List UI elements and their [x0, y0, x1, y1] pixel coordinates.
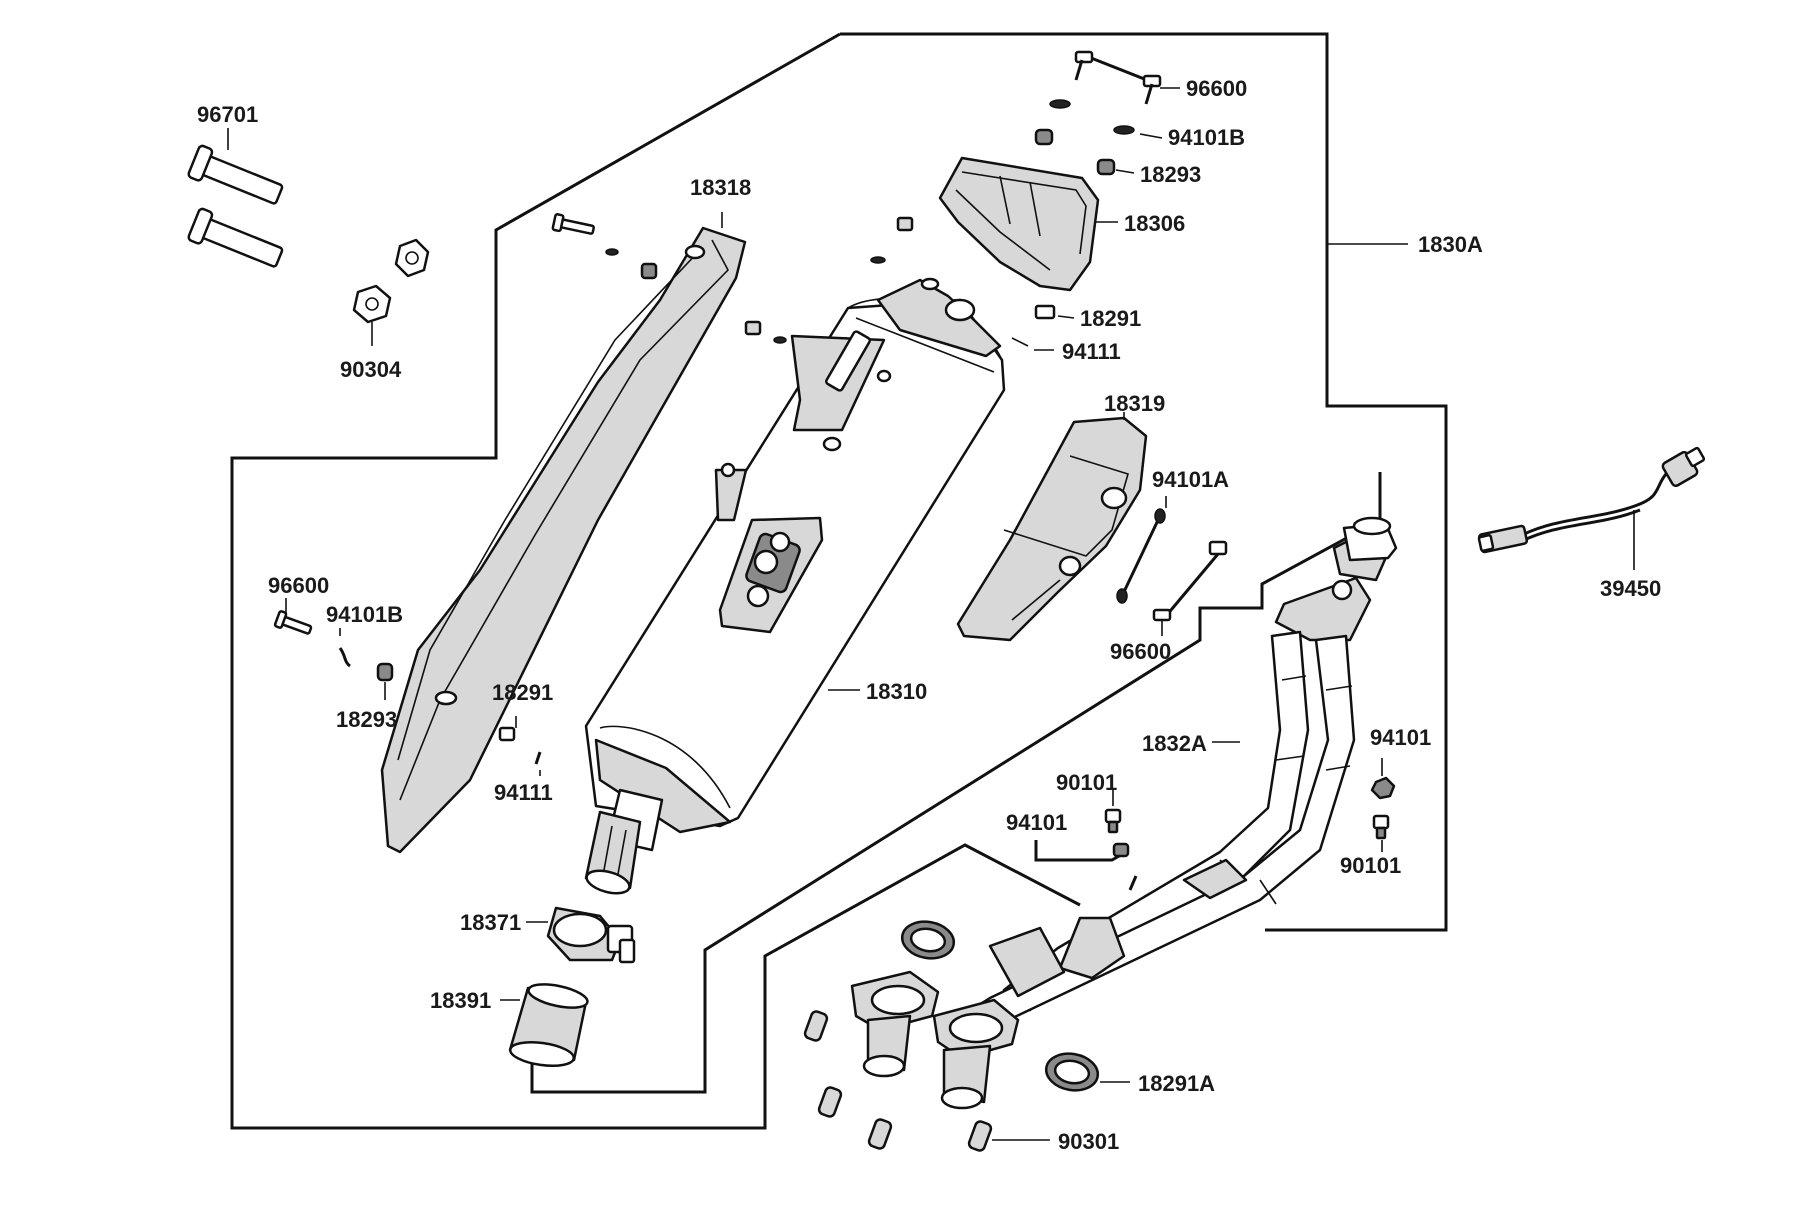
- label-94101-mid: 94101: [1006, 810, 1067, 835]
- label-96600-left: 96600: [268, 573, 329, 598]
- label-18391: 18391: [430, 988, 491, 1013]
- washer-94101A: [1116, 508, 1166, 604]
- leader-18293-top: [1115, 169, 1135, 174]
- label-18318: 18318: [690, 175, 751, 200]
- heat-guard-18319: [956, 416, 1148, 642]
- label-18319: 18319: [1104, 391, 1165, 416]
- o2-sensor-39450: [1477, 446, 1706, 554]
- washer-94111-left: [534, 751, 542, 765]
- grommet-18293-left: [376, 662, 394, 682]
- bolt-bracket-top: [551, 213, 595, 235]
- stud-90301-a: [803, 1010, 829, 1042]
- stud-90301-b: [817, 1086, 843, 1118]
- bracket-18318: [380, 226, 747, 854]
- bolt-small-b: [744, 320, 762, 336]
- bushing-18291-left: [498, 726, 516, 742]
- label-94101A: 94101A: [1152, 467, 1229, 492]
- gasket-18291A-upper: [900, 920, 956, 960]
- label-90101-mid: 90101: [1056, 770, 1117, 795]
- label-90301: 90301: [1058, 1129, 1119, 1154]
- washer-94111-top: [1011, 337, 1029, 347]
- washer-small-b: [773, 336, 787, 344]
- label-18291A: 18291A: [1138, 1071, 1215, 1096]
- clamp-18371: [546, 906, 636, 964]
- washer-bracket-a: [605, 248, 619, 256]
- label-94111-top: 94111: [1062, 339, 1121, 364]
- label-18291-top: 18291: [1080, 306, 1141, 331]
- label-18310: 18310: [866, 679, 927, 704]
- label-39450: 39450: [1600, 576, 1661, 601]
- label-18371: 18371: [460, 910, 521, 935]
- label-96600-top: 96600: [1186, 76, 1247, 101]
- washer-top-a: [1049, 99, 1071, 109]
- washer-small-a: [870, 256, 886, 264]
- grommet-bracket-a: [640, 262, 658, 280]
- flange-right: [932, 998, 1020, 1110]
- washer-top-b: [1113, 125, 1135, 135]
- nut-90304-lower: [352, 284, 392, 324]
- bolt-small-a: [896, 216, 914, 232]
- bolt-90101-right: [1372, 814, 1390, 840]
- label-94111-left: 94111: [494, 780, 553, 805]
- leader-18291-top: [1057, 315, 1075, 319]
- header-pipes-1832A: [850, 516, 1398, 1110]
- label-96701: 96701: [197, 102, 258, 127]
- nut-94101-mid: [1112, 842, 1130, 858]
- label-1830A: 1830A: [1418, 232, 1483, 257]
- nut-94101-right: [1370, 776, 1396, 800]
- label-94101B-top: 94101B: [1168, 125, 1245, 150]
- label-18306: 18306: [1124, 211, 1185, 236]
- assembly-1830A-boundary: [230, 32, 1448, 1130]
- leader-94101B-top: [1139, 133, 1163, 139]
- gasket-18291A-lower: [1044, 1052, 1100, 1092]
- flange-left: [850, 970, 940, 1078]
- bolt-96701-upper: [187, 144, 284, 205]
- label-90304: 90304: [340, 357, 402, 382]
- label-1832A: 1832A: [1142, 731, 1207, 756]
- grommet-top-b: [1096, 158, 1116, 176]
- leader-94101-mid: [1034, 840, 1127, 862]
- label-94101-right: 94101: [1370, 725, 1431, 750]
- bolt-90101-mid: [1104, 808, 1122, 834]
- label-18293-left: 18293: [336, 707, 397, 732]
- bushing-18291-top: [1034, 304, 1056, 320]
- washer-94101B-left: [338, 647, 351, 668]
- stud-90301-d: [967, 1120, 993, 1152]
- bolt-96701-lower: [187, 207, 284, 268]
- nut-90304-upper: [394, 238, 430, 278]
- grommet-top-a: [1034, 128, 1054, 146]
- muffler-18310: [584, 277, 1006, 895]
- label-18293-top: 18293: [1140, 162, 1201, 187]
- bolt-96600-top: [1074, 50, 1162, 105]
- label-90101-right: 90101: [1340, 853, 1401, 878]
- stud-90301-c: [867, 1118, 893, 1150]
- label-18291-left: 18291: [492, 680, 553, 705]
- assembly-1832A-boundary: [530, 472, 1382, 1094]
- label-94101B-left: 94101B: [326, 602, 403, 627]
- endcap-cover-18306: [938, 156, 1100, 292]
- bolt-96600-left: [273, 610, 313, 635]
- sleeve-18391: [508, 983, 589, 1068]
- label-96600-mid: 96600: [1110, 639, 1171, 664]
